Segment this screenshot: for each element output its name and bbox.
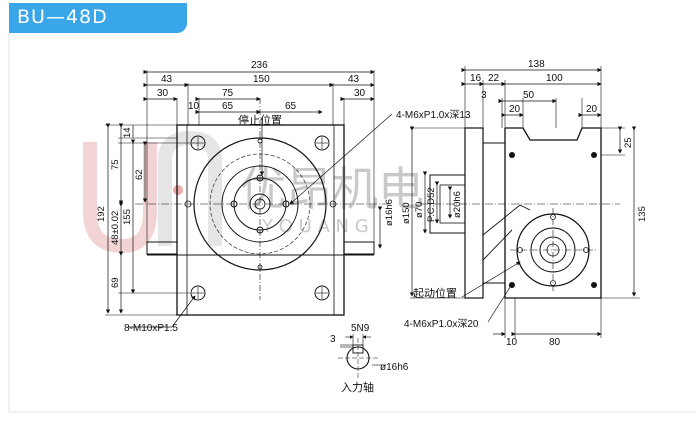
label-input-shaft: 入力轴 <box>341 380 374 394</box>
dim-hole-right-65: 65 <box>285 101 297 112</box>
input-shaft-text: 5N9 3 ø16h6 入力轴 <box>330 323 409 394</box>
side-view-dimensions: 138 16 22 100 3 50 20 20 25 135 ø150 ø70… <box>401 59 648 348</box>
dim-right-30: 30 <box>354 88 366 99</box>
watermark-brand: 优昂机电 <box>240 162 424 216</box>
dim-key-5n9: 5N9 <box>351 323 370 334</box>
dim-62: 62 <box>134 169 145 180</box>
dim-offset-10: 10 <box>188 101 200 112</box>
dim-side-dia150: ø150 <box>401 202 412 224</box>
dim-side-20a: 20 <box>509 104 521 115</box>
dim-shaft-height: 48±0.02 <box>110 211 121 245</box>
dim-side-dia20h6: ø20h6 <box>452 191 463 218</box>
input-shaft-detail <box>338 334 386 378</box>
dim-overall-height: 192 <box>96 206 107 222</box>
dim-side-dia70: ø70 <box>414 202 425 218</box>
model-title: BU—48D <box>17 6 108 28</box>
dim-left-30: 30 <box>157 88 169 99</box>
dim-left-43: 43 <box>161 74 173 85</box>
front-view-dimensions: 236 43 150 43 30 30 10 75 65 65 192 48±0… <box>96 60 471 334</box>
dim-side-20b: 20 <box>586 104 598 115</box>
dim-side-pcd: P.C.D52 <box>426 187 437 222</box>
dim-center-150: 150 <box>253 74 270 85</box>
dim-75: 75 <box>110 159 121 170</box>
dim-side-50: 50 <box>523 90 535 101</box>
front-view <box>105 69 393 328</box>
dim-input-shaft-dia: ø16h6 <box>380 362 409 373</box>
dim-right-43: 43 <box>348 74 360 85</box>
dim-side-10: 10 <box>506 337 518 348</box>
label-stop-position: 停止位置 <box>238 113 282 127</box>
dim-side-22: 22 <box>488 73 500 84</box>
dim-side-80: 80 <box>549 337 561 348</box>
dim-half-75: 75 <box>222 88 234 99</box>
dim-side-16: 16 <box>470 73 482 84</box>
dim-69: 69 <box>110 277 121 288</box>
watermark-pinyin: Y O U A N G <box>261 216 369 237</box>
dim-key-depth-3: 3 <box>330 334 336 345</box>
label-tapped-holes-top: 4-M6xP1.0x深13 <box>396 109 471 121</box>
label-output-shaft-dia: ø16h6 <box>384 199 395 226</box>
dim-side-135: 135 <box>637 206 648 222</box>
label-tapped-holes-bottom: 4-M6xP1.0x深20 <box>404 318 479 330</box>
dim-side-100: 100 <box>546 73 563 84</box>
dim-side-overall: 138 <box>528 59 545 70</box>
model-badge: BU—48D <box>9 3 187 33</box>
dim-hole-left-65: 65 <box>222 101 234 112</box>
side-view <box>409 66 640 338</box>
label-start-position: 起动位置 <box>413 286 457 300</box>
dim-155: 155 <box>122 209 133 225</box>
dim-side-3: 3 <box>481 90 487 101</box>
dim-14: 14 <box>122 127 133 138</box>
label-mounting-holes: 8-M10xP1.5 <box>124 323 178 334</box>
dim-overall-width: 236 <box>251 60 268 71</box>
dim-side-25: 25 <box>623 137 634 148</box>
